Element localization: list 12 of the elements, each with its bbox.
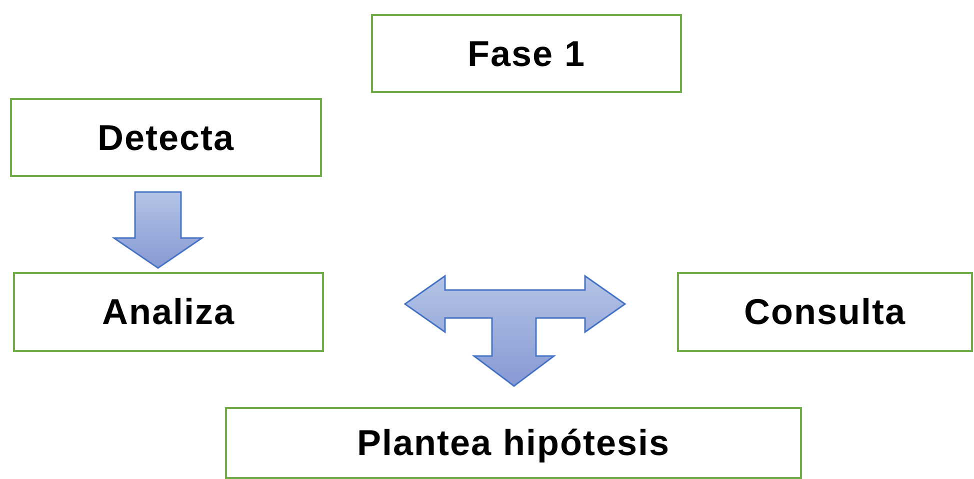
box-label: Consulta <box>744 291 906 333</box>
process-box <box>10 98 322 177</box>
process-box <box>13 272 324 352</box>
process-box <box>677 272 973 352</box>
process-box <box>371 14 682 93</box>
process-box <box>225 407 802 479</box>
box-label: Plantea hipótesis <box>356 422 670 464</box>
t-shaped-arrow <box>404 274 626 387</box>
box-label: Fase 1 <box>467 32 586 74</box>
block-arrow <box>112 191 204 269</box>
box-label: Detecta <box>97 116 235 158</box>
box-label: Analiza <box>102 291 236 333</box>
